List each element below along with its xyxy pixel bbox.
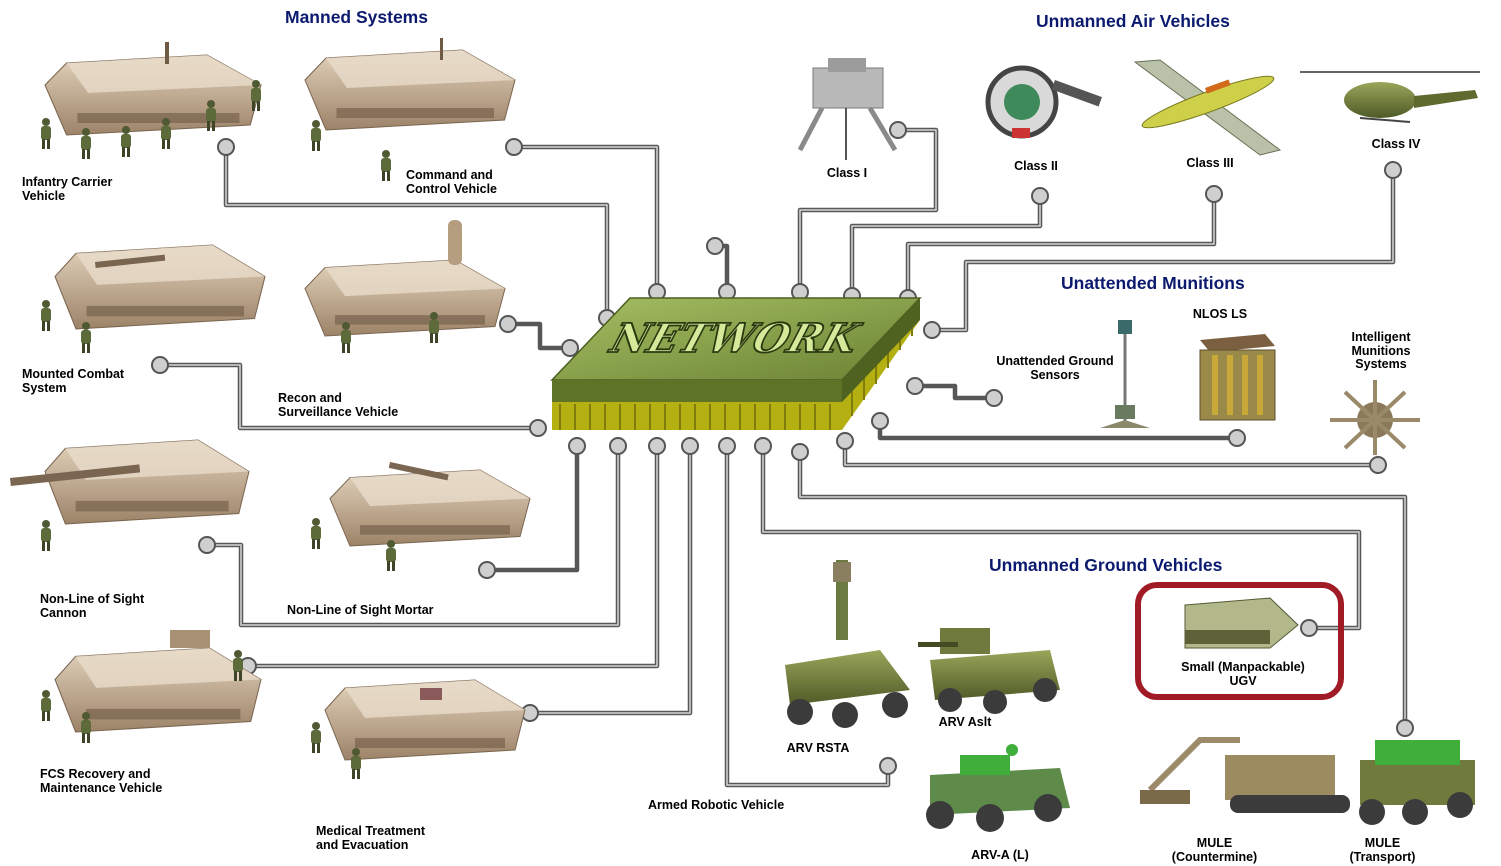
label-arv-a-l: ARV-A (L) [960, 849, 1040, 863]
mule-transport-image [1359, 740, 1475, 825]
network-chip-label: NETWORK [603, 314, 867, 362]
heading-unmanned-ground-vehicles: Unmanned Ground Vehicles [989, 555, 1222, 576]
arv-al-image [926, 744, 1070, 832]
wire-nlosls [915, 386, 994, 398]
label-mounted-combat-system: Mounted Combat System [22, 368, 127, 395]
rsv-image [305, 220, 505, 353]
heading-manned-systems: Manned Systems [285, 7, 428, 28]
wire-rsv [508, 324, 570, 348]
label-arv-aslt: ARV Aslt [925, 716, 1005, 730]
label-arv-rsta: ARV RSTA [778, 742, 858, 756]
class4-uav-image [1300, 72, 1480, 122]
label-armed-robotic-vehicle: Armed Robotic Vehicle [648, 799, 808, 813]
label-mule-transport: MULE (Transport) [1335, 837, 1430, 864]
label-nlos-cannon: Non-Line of Sight Cannon [40, 593, 152, 620]
wire-mtev [530, 446, 690, 713]
label-class-2: Class II [1004, 160, 1068, 174]
label-fcs-recovery-maintenance: FCS Recovery and Maintenance Vehicle [40, 768, 180, 795]
nlosls-image [1200, 334, 1275, 420]
label-intelligent-munitions-systems: Intelligent Munitions Systems [1340, 331, 1422, 372]
heading-unattended-munitions: Unattended Munitions [1061, 273, 1245, 294]
wire-c2v [514, 147, 657, 290]
frmv-image [41, 630, 261, 743]
mule-countermine-image [1140, 740, 1350, 813]
ims-image [1330, 380, 1420, 455]
label-medical-treatment-evacuation: Medical Treatment and Evacuation [316, 825, 441, 852]
c2v-image [305, 38, 515, 181]
mtev-image [311, 680, 525, 779]
label-unattended-ground-sensors: Unattended Ground Sensors [990, 355, 1120, 382]
arv-rsta-image [785, 560, 910, 728]
arv-aslt-image [918, 628, 1060, 714]
mcs-image [41, 245, 265, 353]
wire-ugs [880, 421, 1237, 438]
wire-class1 [800, 130, 936, 292]
nlosc-image [10, 440, 249, 551]
label-nlos-mortar: Non-Line of Sight Mortar [287, 604, 457, 618]
class2-uav-image [988, 68, 1102, 138]
label-class-1: Class I [815, 167, 879, 181]
nlosm-image [311, 462, 530, 571]
class3-uav-image [1135, 60, 1280, 155]
wire-class4 [932, 170, 1393, 330]
wire-ims [845, 441, 1378, 465]
label-mule-countermine: MULE (Countermine) [1162, 837, 1267, 864]
label-infantry-carrier-vehicle: Infantry Carrier Vehicle [22, 176, 132, 203]
label-small-manpackable-ugv: Small (Manpackable) UGV [1178, 661, 1308, 688]
label-class-3: Class III [1178, 157, 1242, 171]
label-class-4: Class IV [1364, 138, 1428, 152]
class1-uav-image [800, 58, 895, 160]
label-command-control-vehicle: Command and Control Vehicle [406, 169, 516, 196]
heading-unmanned-air-vehicles: Unmanned Air Vehicles [1036, 11, 1230, 32]
label-recon-surveillance-vehicle: Recon and Surveillance Vehicle [278, 392, 418, 419]
label-nlos-ls: NLOS LS [1180, 308, 1260, 322]
